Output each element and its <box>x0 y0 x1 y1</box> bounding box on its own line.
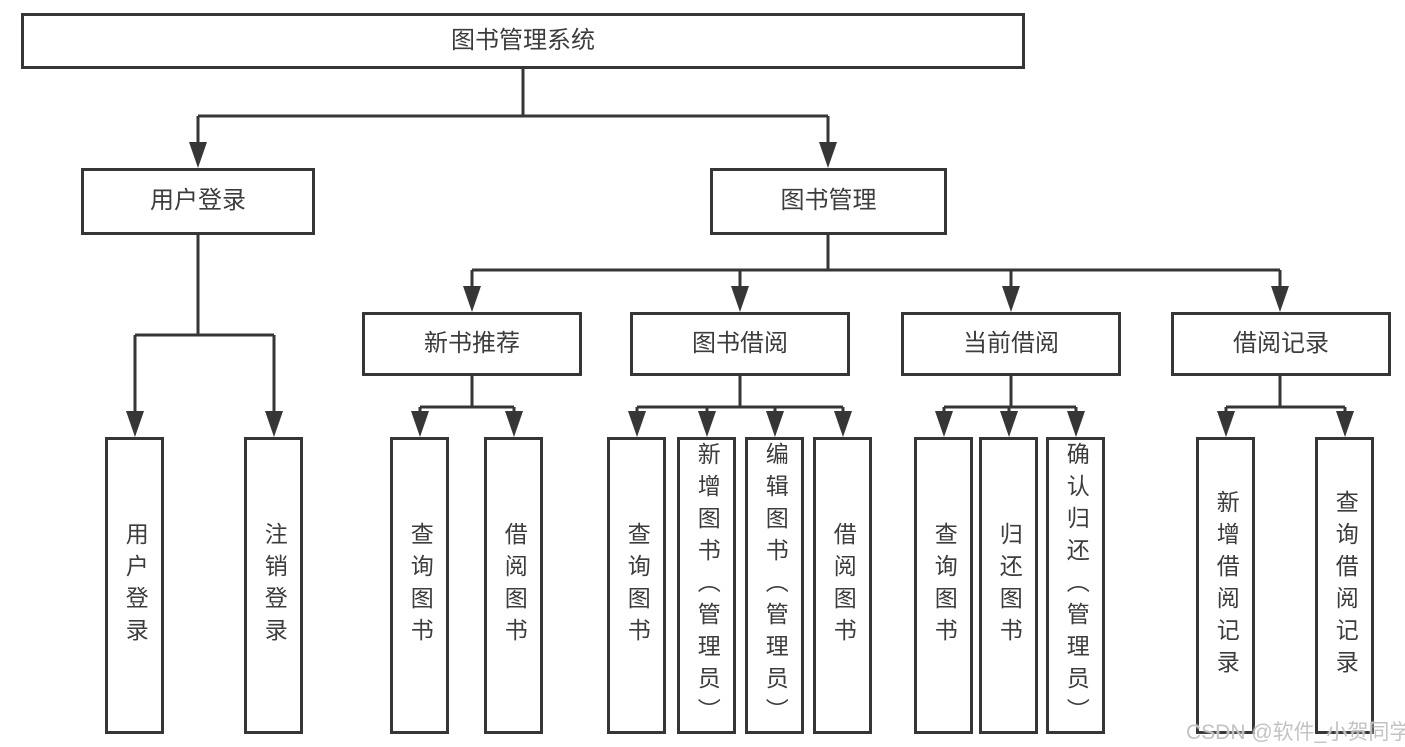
leaf-borrow-books-recommend: 借阅图书 <box>484 437 543 734</box>
connector-leaf-stubs <box>418 407 1347 415</box>
connector-root-branch <box>196 68 830 146</box>
node-library-management-system: 图书管理系统 <box>21 13 1025 69</box>
node-borrowing-records: 借阅记录 <box>1171 312 1391 376</box>
arrow-down-icon <box>1217 411 1235 437</box>
leaf-edit-books-admin: 编辑图书（管理员） <box>745 437 804 734</box>
node-book-borrowing: 图书借阅 <box>630 312 850 376</box>
node-user-login: 用户登录 <box>81 168 315 235</box>
arrow-down-icon <box>698 411 716 437</box>
arrow-down-icon <box>1271 286 1289 312</box>
arrow-down-icon <box>766 411 784 437</box>
arrow-down-icon <box>819 142 837 168</box>
node-book-management: 图书管理 <box>710 168 947 235</box>
arrow-down-icon <box>935 411 953 437</box>
node-current-borrowing: 当前借阅 <box>901 312 1121 376</box>
leaf-add-books-admin: 新增图书（管理员） <box>677 437 736 734</box>
arrow-down-icon <box>1000 411 1018 437</box>
arrow-down-icon <box>265 411 283 437</box>
connector-level3-stems <box>470 375 1282 407</box>
leaf-user-login: 用户登录 <box>105 437 164 734</box>
arrow-down-icon <box>1336 411 1354 437</box>
connector-book-mgmt-branch <box>470 235 1282 292</box>
arrow-down-icon <box>189 142 207 168</box>
csdn-watermark: CSDN @软件_小贺同学 <box>1186 721 1405 744</box>
arrow-down-icon <box>411 411 429 437</box>
arrow-down-icon <box>628 411 646 437</box>
connector-user-login-branch <box>133 235 276 414</box>
arrow-down-icon <box>505 411 523 437</box>
arrow-down-icon <box>1067 411 1085 437</box>
arrowheads <box>126 142 1354 437</box>
leaf-query-borrow-record: 查询借阅记录 <box>1315 437 1374 734</box>
leaf-borrow-books: 借阅图书 <box>813 437 872 734</box>
arrow-down-icon <box>1002 286 1020 312</box>
arrow-down-icon <box>126 411 144 437</box>
leaf-query-books-recommend: 查询图书 <box>390 437 449 734</box>
arrow-down-icon <box>731 286 749 312</box>
leaf-logout: 注销登录 <box>244 437 303 734</box>
leaf-return-books: 归还图书 <box>979 437 1038 734</box>
leaf-add-borrow-record: 新增借阅记录 <box>1196 437 1255 734</box>
arrow-down-icon <box>834 411 852 437</box>
leaf-query-books-borrow: 查询图书 <box>607 437 666 734</box>
leaf-query-books-current: 查询图书 <box>914 437 973 734</box>
arrow-down-icon <box>463 286 481 312</box>
leaf-confirm-return-admin: 确认归还（管理员） <box>1046 437 1105 734</box>
node-new-book-recommendation: 新书推荐 <box>362 312 582 376</box>
